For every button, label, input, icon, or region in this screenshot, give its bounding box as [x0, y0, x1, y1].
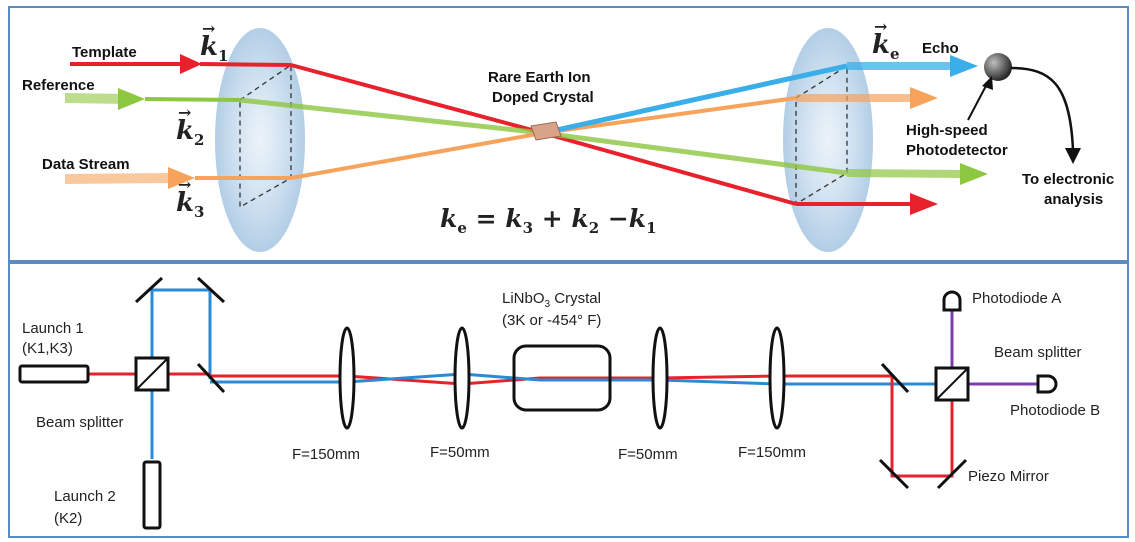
- lens-1: [338, 326, 356, 430]
- bottom-diagram: [18, 276, 1058, 530]
- mirror-top-left: [134, 276, 164, 304]
- analysis-label-line2: analysis: [1044, 191, 1104, 208]
- vector-arrow-icon: →: [178, 175, 192, 194]
- template-arrowhead-in: [180, 54, 202, 74]
- piezo-mirror-left: [878, 458, 910, 490]
- vector-arrow-icon: →: [202, 19, 216, 38]
- piezo-mirror-right: [936, 458, 968, 490]
- data-arrowhead-in: [168, 167, 195, 189]
- lens4-label: F=150mm: [738, 444, 806, 461]
- echo-from-crystal: [542, 63, 848, 136]
- crystal-label-line2: (3K or -454° F): [502, 312, 602, 329]
- launch-1: [18, 364, 90, 384]
- data-arrowhead-out: [910, 87, 938, 109]
- crystal: [530, 121, 562, 141]
- reference-to-crystal: [239, 97, 544, 136]
- red-beam-piezo-loop: [890, 376, 954, 478]
- launch2-label-line1: Launch 2: [54, 488, 116, 505]
- beam-splitter-left-diagonal: [135, 357, 169, 391]
- k1-label: →k1: [200, 19, 229, 66]
- echo-label: Echo: [922, 40, 959, 57]
- vector-arrow-icon: →: [874, 17, 888, 36]
- beam-splitter-left-label: Beam splitter: [36, 414, 124, 431]
- reference-beam-out: [846, 169, 966, 178]
- phase-matching-equation: ke = k3 + k2 −k1: [440, 204, 657, 237]
- lens1-label: F=150mm: [292, 446, 360, 463]
- reference-from-crystal: [542, 130, 848, 176]
- linbo3-crystal: [512, 344, 612, 412]
- cable-arrowhead: [1065, 148, 1081, 164]
- piezo-mirror-label: Piezo Mirror: [968, 468, 1049, 485]
- photodetector: [984, 53, 1012, 81]
- top-diagram: [64, 28, 1081, 252]
- ke-label: →ke: [872, 17, 900, 64]
- beam-splitter-right-label: Beam splitter: [994, 344, 1082, 361]
- top-panel: Template Reference Data Stream →k1 →k2 →…: [8, 6, 1129, 262]
- mirror-top-right: [196, 276, 226, 304]
- launch1-label-line2: (K1,K3): [22, 340, 73, 357]
- crystal-label-line2: Doped Crystal: [492, 89, 594, 106]
- detector-cable: [1010, 66, 1075, 151]
- lens-3: [651, 326, 669, 430]
- bottom-panel: Launch 1 (K1,K3) Beam splitter Launch 2 …: [8, 262, 1129, 538]
- reference-arrowhead-out: [960, 163, 988, 185]
- right-lens: [783, 28, 873, 252]
- launch1-label-line1: Launch 1: [22, 320, 84, 337]
- lens-4: [768, 326, 786, 430]
- lens-2: [453, 326, 471, 430]
- detector-label-line1: High-speed: [906, 122, 988, 139]
- launch2-label-line2: (K2): [54, 510, 83, 527]
- template-beam-lens: [199, 62, 292, 67]
- photodiode-b: [1036, 374, 1058, 394]
- mirror-bottom-left: [196, 362, 226, 394]
- template-from-crystal: [542, 131, 797, 206]
- analysis-label-line1: To electronic: [1022, 171, 1115, 188]
- vector-arrow-icon: →: [178, 103, 192, 122]
- data-from-crystal: [542, 96, 797, 135]
- mirror-right: [880, 362, 910, 394]
- template-label: Template: [72, 44, 137, 61]
- blue-beam-upper-loop: [150, 288, 212, 379]
- k3-label: →k3: [176, 175, 205, 222]
- launch-2: [142, 460, 162, 530]
- crystal-label-line1: Rare Earth Ion: [488, 69, 591, 86]
- echo-arrowhead: [950, 55, 978, 77]
- data-beam-in: [64, 173, 176, 184]
- left-lens: [215, 28, 305, 252]
- detector-label-line2: Photodetector: [906, 142, 1008, 159]
- reference-arrowhead-in: [118, 88, 145, 110]
- data-stream-label: Data Stream: [42, 156, 130, 173]
- photodiode-a: [942, 290, 962, 312]
- beam-splitter-right-diagonal: [935, 367, 969, 401]
- lens2-label: F=50mm: [430, 444, 490, 461]
- photodiode-a-label: Photodiode A: [972, 290, 1062, 307]
- reference-label: Reference: [22, 77, 95, 94]
- data-to-crystal: [290, 131, 544, 180]
- template-to-crystal: [290, 63, 544, 135]
- detector-pointer: [967, 81, 989, 121]
- k2-label: →k2: [176, 103, 205, 150]
- detector-pointer-head: [982, 76, 993, 90]
- lens3-label: F=50mm: [618, 446, 678, 463]
- crystal-label-line1: LiNbO3 Crystal: [502, 290, 601, 310]
- template-arrowhead-out: [910, 193, 938, 215]
- reference-beam-lens: [144, 97, 241, 102]
- photodiode-b-label: Photodiode B: [1010, 402, 1101, 419]
